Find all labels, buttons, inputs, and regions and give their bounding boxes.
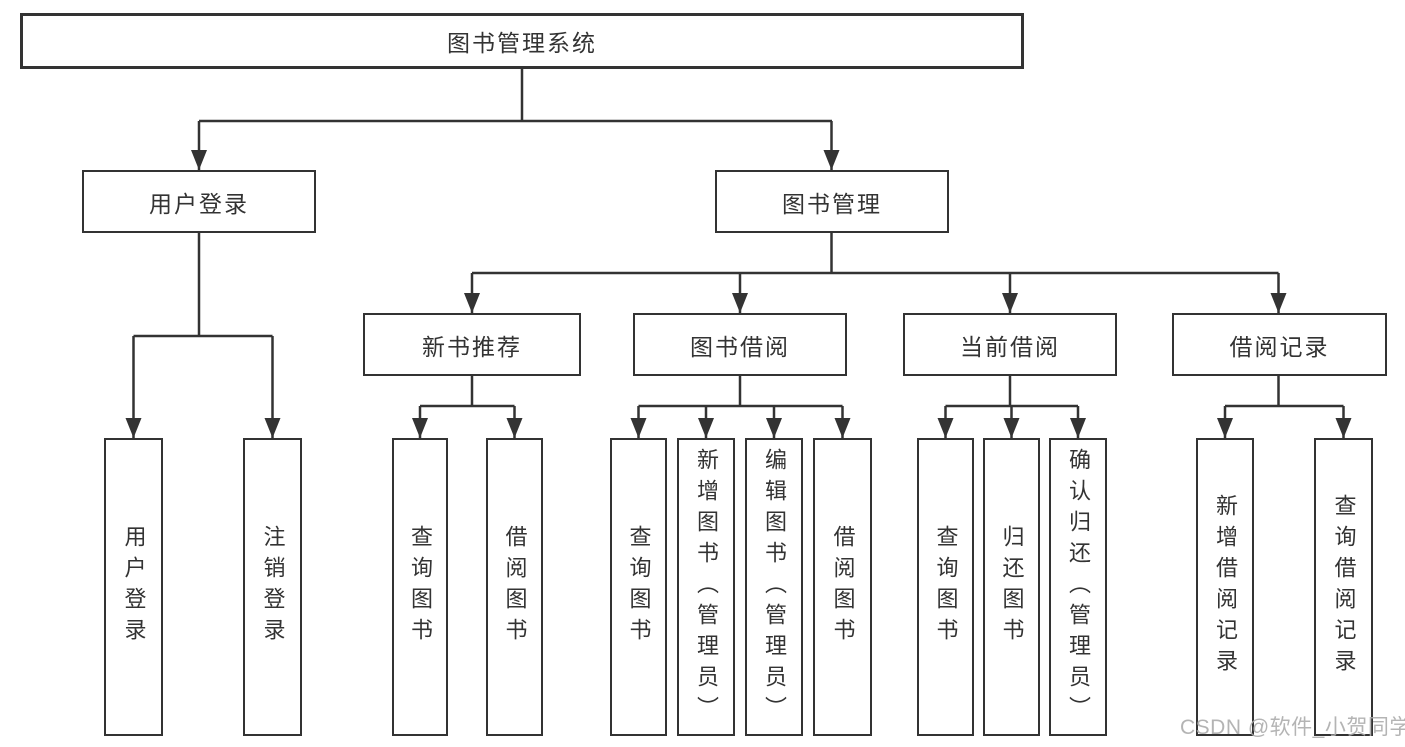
node-book-management: 图书管理 <box>715 170 949 233</box>
node-current-borrowing-label: 当前借阅 <box>960 333 1060 360</box>
leaf-user-login: 用户登录 <box>104 438 163 736</box>
leaf-confirm-return-admin-label: 确认归还（管理员） <box>1066 447 1091 727</box>
node-borrowing-records-label: 借阅记录 <box>1229 333 1330 360</box>
node-new-book-recommend-label: 新书推荐 <box>422 333 522 360</box>
leaf-add-book-admin-label: 新增图书（管理员） <box>694 447 719 727</box>
node-current-borrowing: 当前借阅 <box>903 313 1117 376</box>
watermark: CSDN @软件_小贺同学 <box>1180 716 1405 739</box>
leaf-query-borrow-record: 查询借阅记录 <box>1314 438 1373 736</box>
leaf-borrow-books-1-label: 借阅图书 <box>502 525 528 649</box>
leaf-query-books-1: 查询图书 <box>392 438 448 736</box>
leaf-edit-book-admin-label: 编辑图书（管理员） <box>762 447 787 727</box>
connector-borrow-records-children <box>1217 376 1352 438</box>
leaf-confirm-return-admin: 确认归还（管理员） <box>1049 438 1107 736</box>
node-book-borrowing-label: 图书借阅 <box>690 333 790 360</box>
node-user-login-label: 用户登录 <box>149 190 249 217</box>
connector-book-borrow-children <box>630 376 851 438</box>
connector-user-login-children <box>125 233 281 438</box>
leaf-query-books-2: 查询图书 <box>610 438 667 736</box>
node-book-management-label: 图书管理 <box>782 190 882 217</box>
leaf-logout: 注销登录 <box>243 438 302 736</box>
connector-book-mgmt-to-level3 <box>464 233 1287 313</box>
leaf-query-books-2-label: 查询图书 <box>626 525 652 649</box>
leaf-add-borrow-record-label: 新增借阅记录 <box>1213 494 1238 680</box>
connector-current-borrow-children <box>937 376 1086 438</box>
leaf-query-books-3: 查询图书 <box>917 438 974 736</box>
leaf-query-books-3-label: 查询图书 <box>933 525 959 649</box>
leaf-query-books-1-label: 查询图书 <box>408 525 433 649</box>
leaf-return-book: 归还图书 <box>983 438 1040 736</box>
leaf-borrow-books-2: 借阅图书 <box>813 438 872 736</box>
node-library-system-label: 图书管理系统 <box>447 30 597 56</box>
leaf-add-borrow-record: 新增借阅记录 <box>1196 438 1254 736</box>
leaf-edit-book-admin: 编辑图书（管理员） <box>745 438 803 736</box>
leaf-return-book-label: 归还图书 <box>999 525 1025 649</box>
node-new-book-recommend: 新书推荐 <box>363 313 581 376</box>
connector-new-books-children <box>412 376 523 438</box>
connector-root-to-level2 <box>191 69 840 170</box>
leaf-user-login-label: 用户登录 <box>121 525 147 649</box>
node-library-system: 图书管理系统 <box>20 13 1024 69</box>
leaf-query-borrow-record-label: 查询借阅记录 <box>1331 494 1357 680</box>
leaf-add-book-admin: 新增图书（管理员） <box>677 438 735 736</box>
node-borrowing-records: 借阅记录 <box>1172 313 1387 376</box>
leaf-borrow-books-2-label: 借阅图书 <box>830 525 856 649</box>
node-book-borrowing: 图书借阅 <box>633 313 847 376</box>
leaf-borrow-books-1: 借阅图书 <box>486 438 543 736</box>
leaf-logout-label: 注销登录 <box>260 525 286 649</box>
node-user-login: 用户登录 <box>82 170 316 233</box>
